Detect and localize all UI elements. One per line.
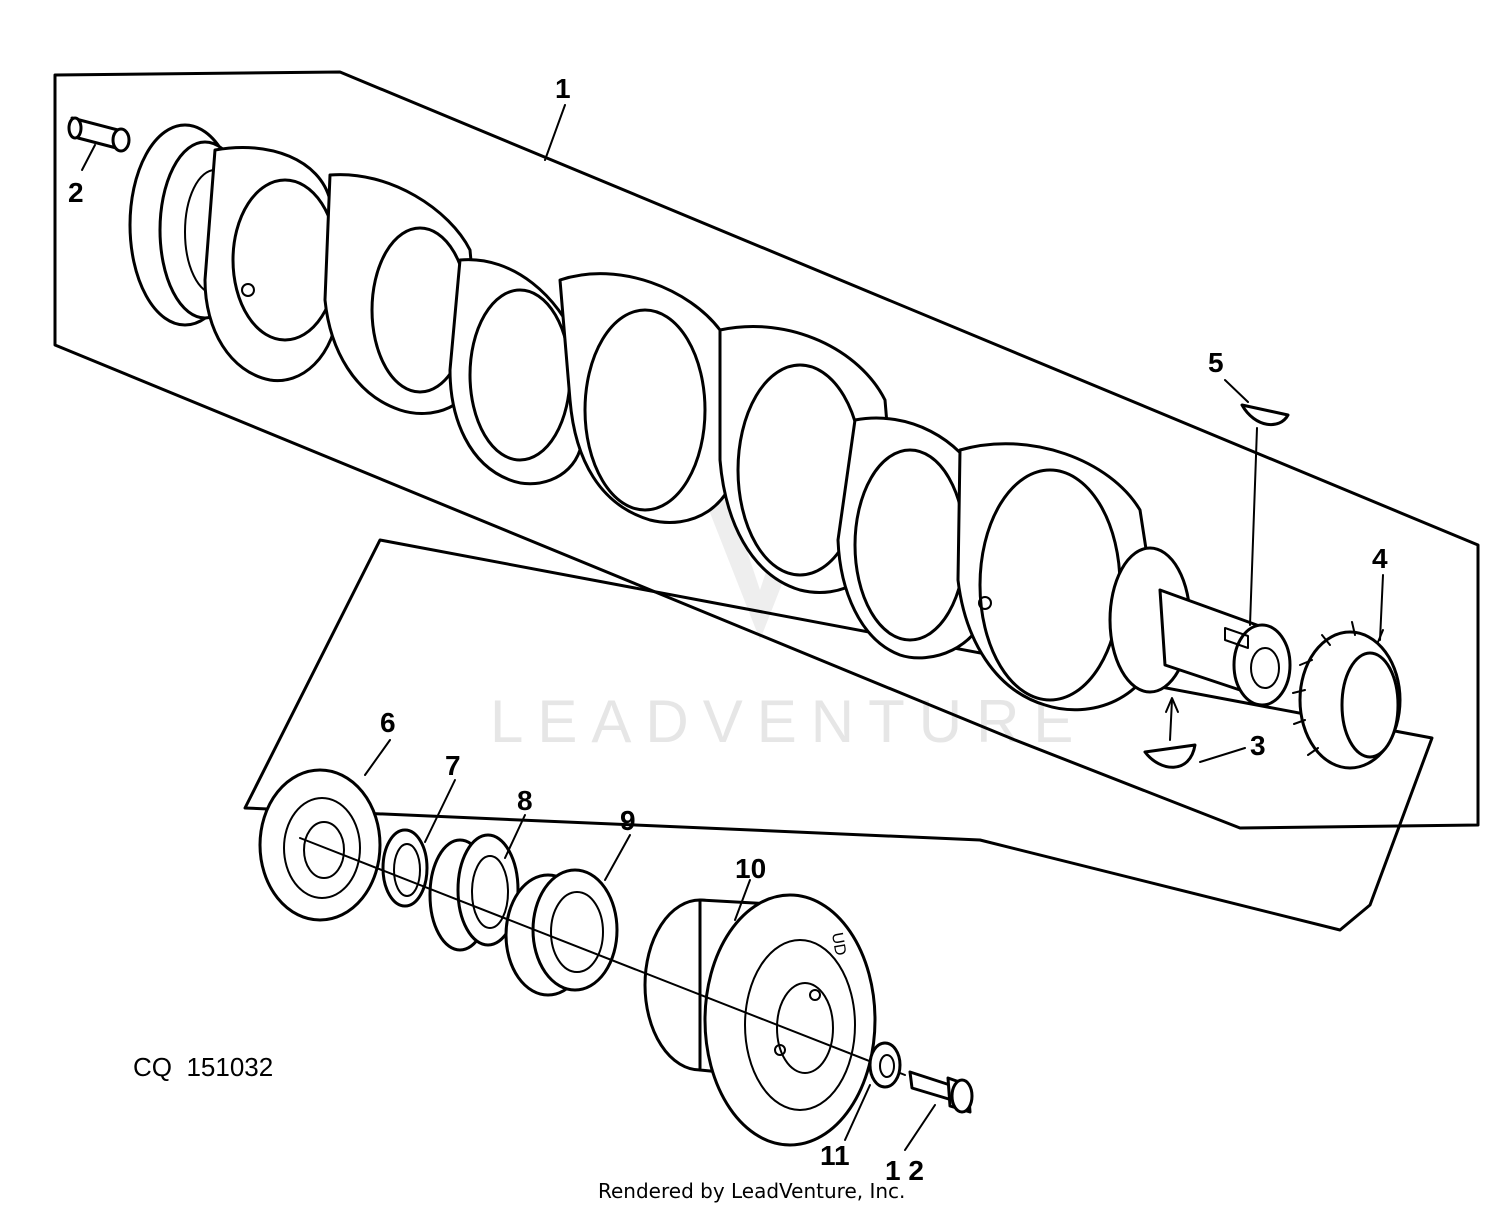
callout-1: 1 xyxy=(555,73,571,104)
leader-7 xyxy=(424,779,456,843)
leader-12 xyxy=(904,1104,936,1151)
leader-3 xyxy=(1199,747,1246,763)
figure-code: CQ 151032 xyxy=(133,1052,273,1082)
svg-text:UD: UD xyxy=(828,931,849,957)
cap-screw xyxy=(908,1070,974,1114)
woodruff-key-upper xyxy=(1240,403,1290,427)
key-5-axis xyxy=(1249,427,1258,626)
pulley-group-outline xyxy=(243,538,1434,932)
dowel-pin xyxy=(67,116,131,153)
callout-6: 6 xyxy=(380,707,396,738)
callout-9: 9 xyxy=(620,805,636,836)
callout-3: 3 xyxy=(1250,730,1266,761)
leader-10 xyxy=(734,879,751,921)
callout-12: 1 2 xyxy=(885,1155,924,1186)
leader-8 xyxy=(504,814,526,859)
leader-1 xyxy=(544,104,566,161)
leader-4 xyxy=(1379,574,1384,641)
callout-5: 5 xyxy=(1208,347,1224,378)
callout-11: 11 xyxy=(820,1140,850,1171)
callout-2: 2 xyxy=(68,177,84,208)
washer xyxy=(868,1041,902,1089)
o-ring xyxy=(381,828,429,908)
callout-10: 10 xyxy=(735,853,766,884)
key-3-arrow xyxy=(1165,697,1179,713)
crankshaft-gear xyxy=(1292,621,1402,770)
leader-11 xyxy=(844,1084,871,1141)
key-3-axis xyxy=(1169,699,1173,741)
leader-2 xyxy=(81,144,96,171)
leader-6 xyxy=(364,739,391,776)
front-oil-seal xyxy=(504,868,619,997)
assembly-axis xyxy=(299,837,906,1076)
woodruff-key-lower xyxy=(1143,743,1197,769)
callout-8: 8 xyxy=(517,785,533,816)
damper-pulley: UD xyxy=(643,893,877,1147)
leader-9 xyxy=(604,834,631,881)
leader-5 xyxy=(1224,379,1249,403)
callout-7: 7 xyxy=(445,750,461,781)
render-credit: Rendered by LeadVenture, Inc. xyxy=(598,1179,905,1203)
watermark-text: LEADVENTURE xyxy=(490,688,1087,755)
callout-4: 4 xyxy=(1372,543,1388,574)
crankshaft xyxy=(128,123,1292,712)
crankshaft-group-outline xyxy=(53,70,1480,830)
